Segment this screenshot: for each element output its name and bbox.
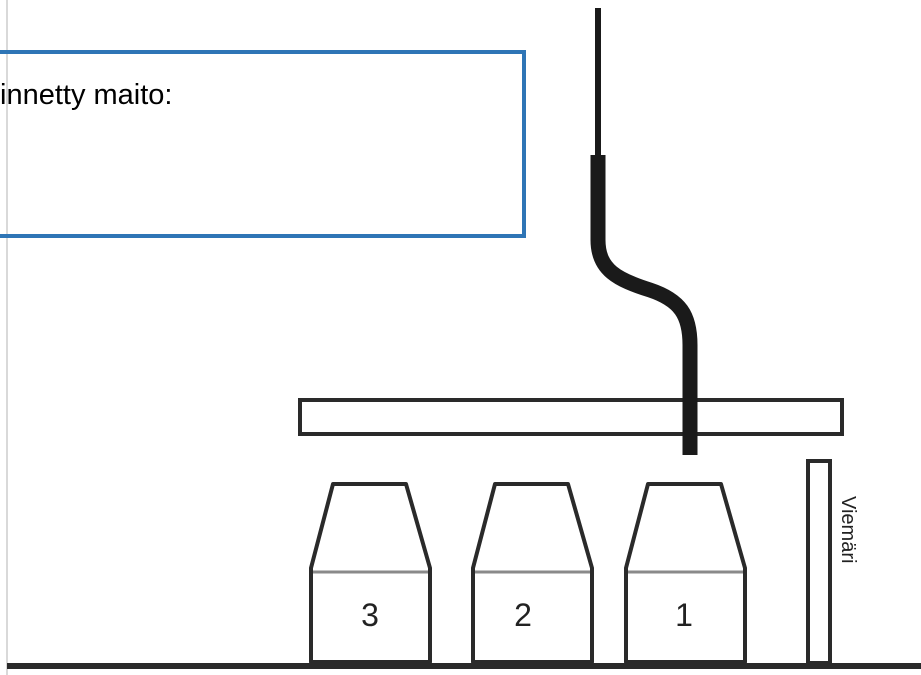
drain-label: Viemäri xyxy=(837,496,859,563)
bottle-3: 3 xyxy=(309,482,432,664)
shelf-bar xyxy=(298,398,844,436)
filling-pipe xyxy=(590,155,698,455)
bottle-label: 2 xyxy=(514,597,532,633)
bottle-label: 3 xyxy=(361,597,379,633)
caption-text: innetty maito: xyxy=(0,79,172,111)
bottle-1: 1 xyxy=(624,482,747,664)
bottle-2: 2 xyxy=(471,482,594,664)
drain xyxy=(806,459,832,665)
bottle-label: 1 xyxy=(675,597,693,633)
caption-box xyxy=(0,50,526,238)
